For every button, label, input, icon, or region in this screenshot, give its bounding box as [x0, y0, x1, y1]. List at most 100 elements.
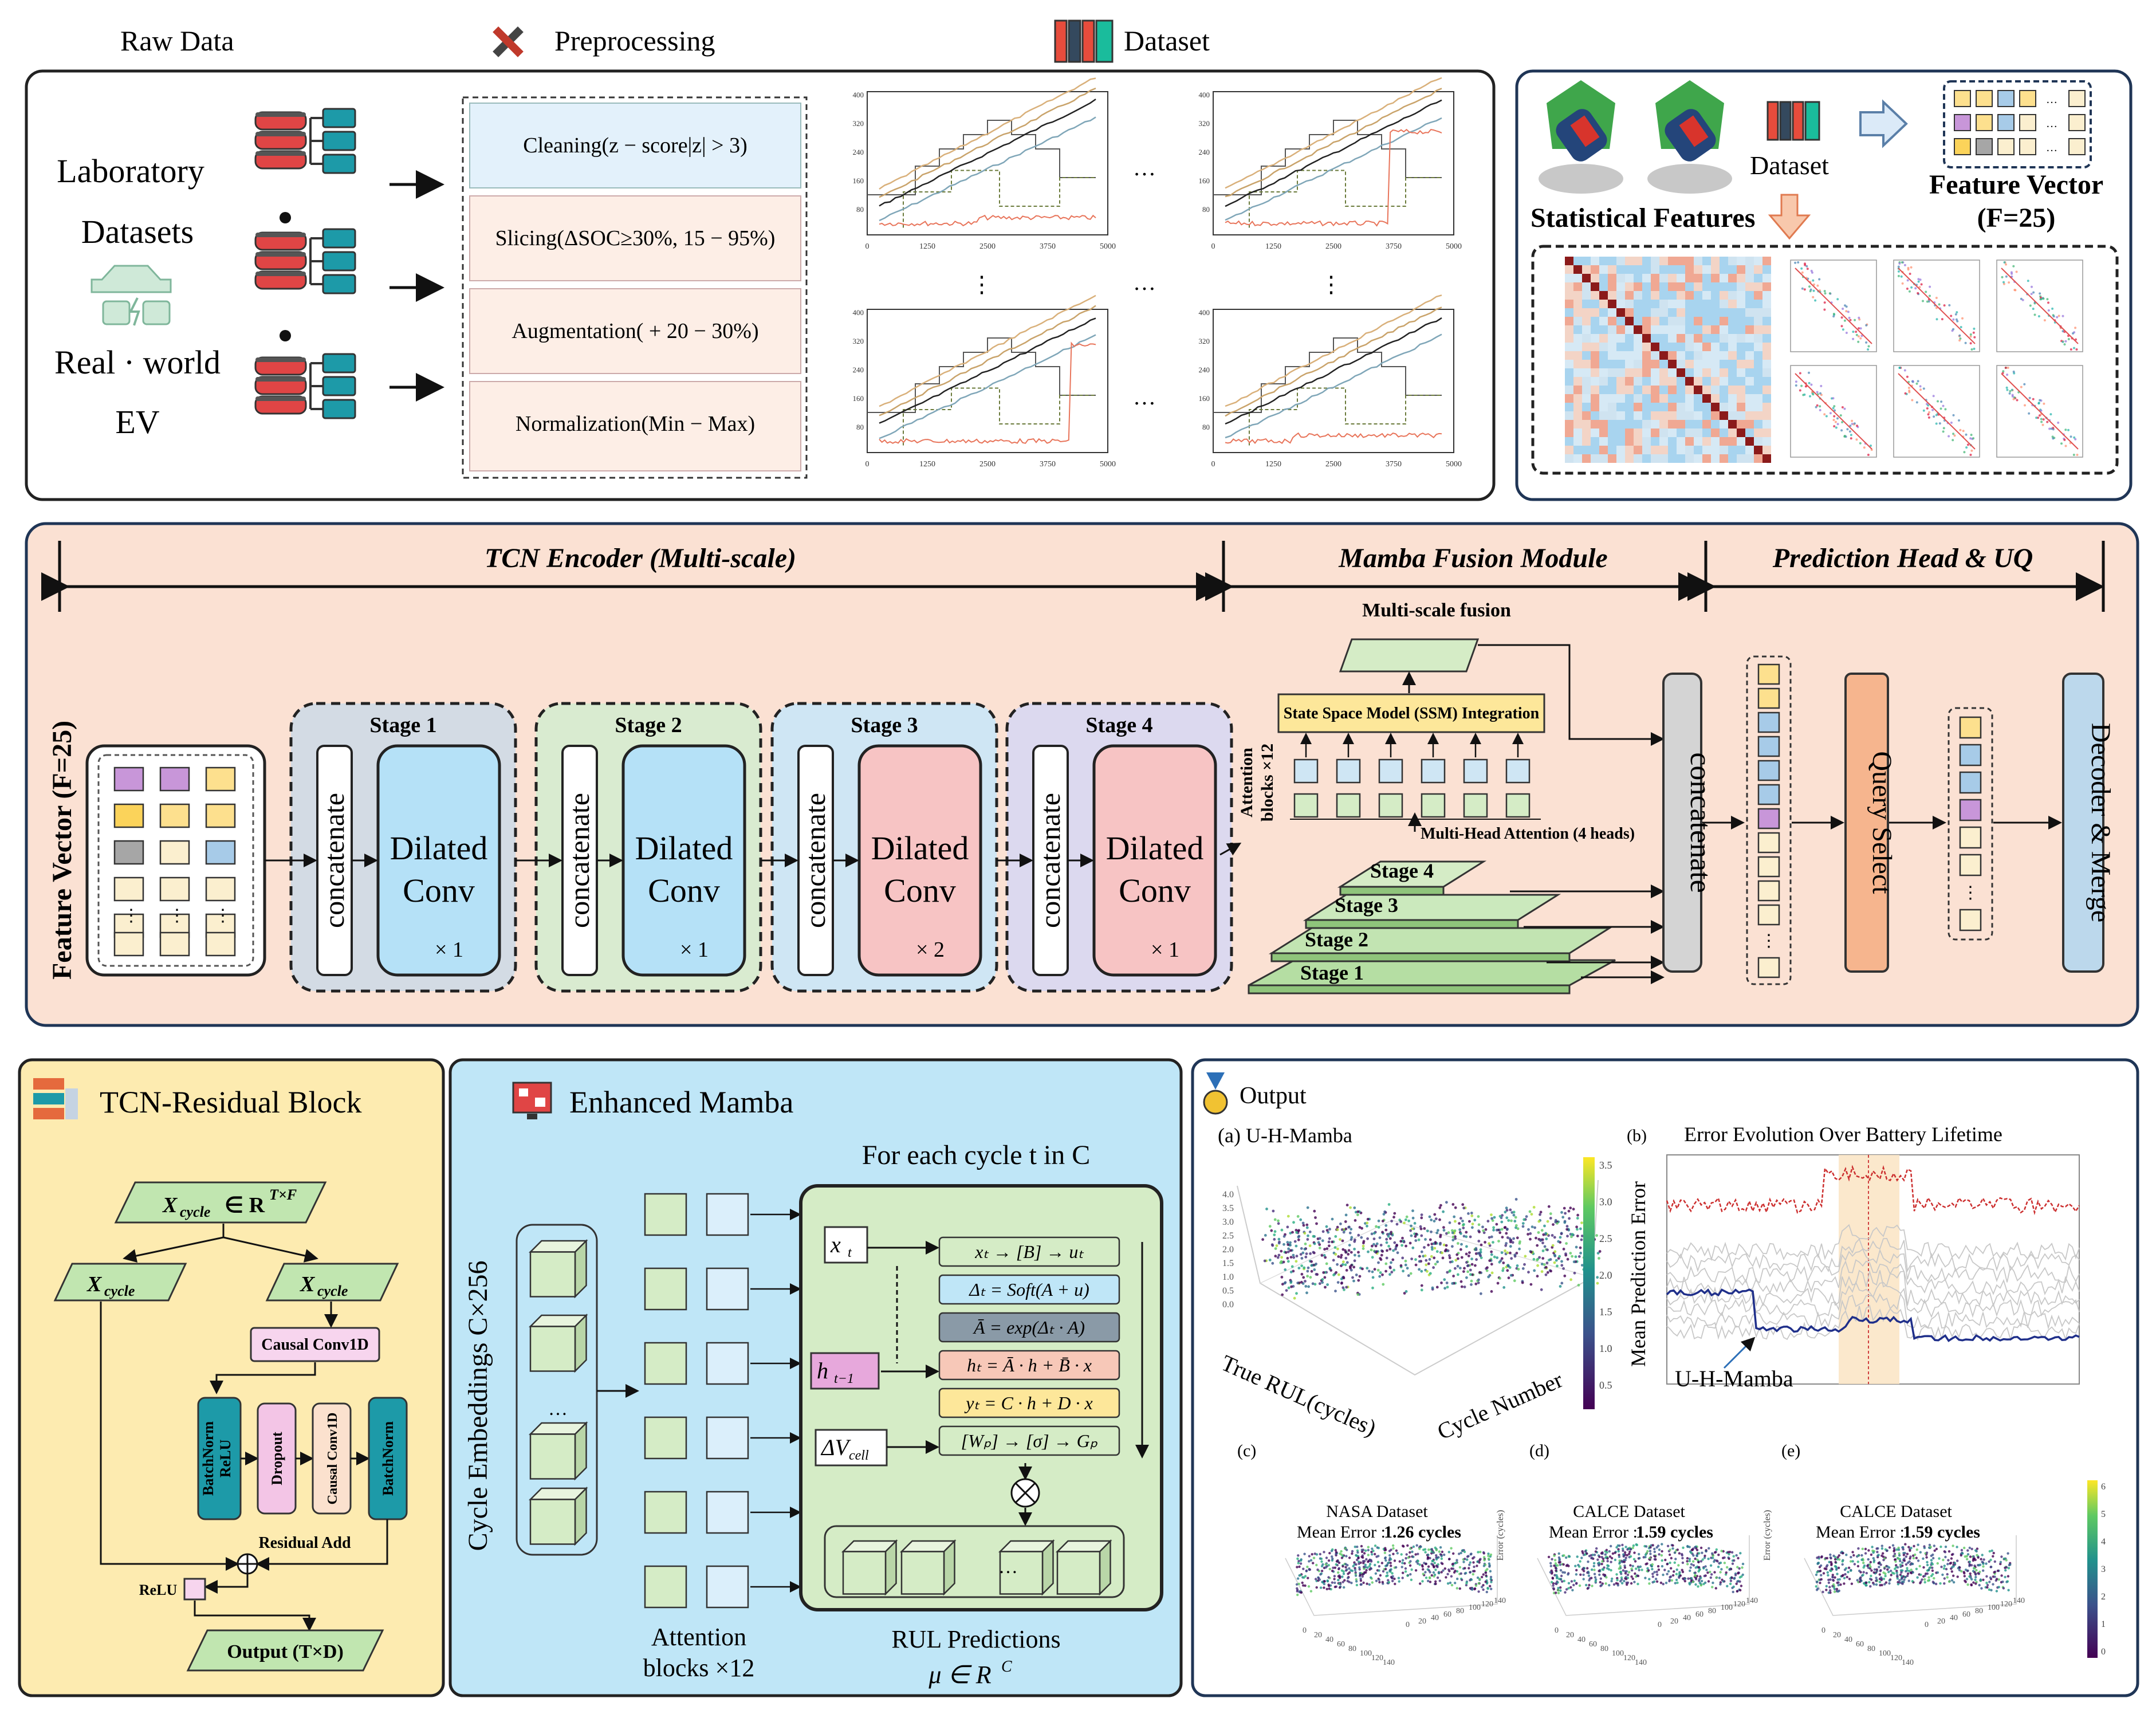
- feature-cell: [113, 931, 144, 957]
- heatmap-cell: [1668, 334, 1677, 343]
- panel-a-point: [1523, 1263, 1526, 1266]
- heatmap-cell: [1694, 411, 1702, 420]
- heatmap-cell: [1702, 437, 1711, 446]
- panel-a-point: [1312, 1235, 1315, 1238]
- small-panel-point: [1447, 1551, 1450, 1554]
- panel-a-point: [1580, 1221, 1583, 1225]
- heatmap-cell: [1685, 377, 1694, 386]
- small-panel-point: [1385, 1564, 1388, 1567]
- small-panel-point: [1958, 1566, 1961, 1569]
- panel-a-point: [1378, 1275, 1382, 1278]
- small-panel-point: [1985, 1582, 1988, 1585]
- small-panel-point: [1703, 1556, 1706, 1559]
- small-panel-point: [1450, 1575, 1453, 1578]
- panel-a-point: [1297, 1235, 1301, 1238]
- small-panel-point: [1355, 1578, 1358, 1581]
- panel-a-point: [1304, 1285, 1308, 1288]
- mini-feature-cell: [1954, 90, 1971, 107]
- panel-a-point: [1529, 1237, 1532, 1241]
- panel-a-point: [1373, 1268, 1376, 1271]
- small-panel-point: [1834, 1560, 1837, 1564]
- heatmap-cell: [1677, 420, 1685, 428]
- small-panel-point: [1430, 1562, 1433, 1566]
- heatmap-cell: [1616, 300, 1625, 308]
- scatter-point: [1955, 318, 1958, 321]
- panel-a-point: [1296, 1215, 1300, 1218]
- small-panel-point: [1738, 1567, 1741, 1570]
- heatmap-cell: [1642, 428, 1651, 437]
- scatter-point: [2033, 313, 2036, 316]
- small-panel-point: [1371, 1547, 1374, 1550]
- heatmap-cell: [1685, 360, 1694, 368]
- decoder-merge-block[interactable]: [2062, 673, 2104, 973]
- panel-a-point: [1423, 1227, 1426, 1230]
- scatter-point: [2012, 370, 2015, 373]
- small-panel-point: [1699, 1546, 1703, 1550]
- panel-a-point: [1492, 1226, 1496, 1229]
- mini-chart-ytick: 80: [856, 205, 864, 214]
- small-panel-point: [1459, 1551, 1462, 1555]
- small-panel-point: [1895, 1571, 1898, 1574]
- mini-chart-ytick: 160: [1199, 394, 1210, 403]
- panel-a-point: [1470, 1263, 1474, 1266]
- small-panel-point: [1555, 1582, 1558, 1586]
- small-panel-point: [1622, 1569, 1625, 1572]
- heatmap-cell: [1625, 454, 1634, 463]
- small-panel-point: [1596, 1558, 1599, 1561]
- heatmap-cell: [1642, 377, 1651, 386]
- small-panel-point: [2007, 1589, 2010, 1591]
- panel-a-point: [1344, 1263, 1347, 1267]
- query-select-block[interactable]: [1844, 673, 1889, 973]
- heatmap-cell: [1591, 360, 1599, 368]
- heatmap-cell: [1599, 291, 1608, 300]
- small-panel-point: [1598, 1564, 1600, 1567]
- panel-a-point: [1510, 1219, 1513, 1222]
- mini-chart-xtick: 1250: [919, 242, 935, 251]
- panel-a-point: [1332, 1273, 1335, 1277]
- small-panel-point: [1878, 1573, 1881, 1576]
- panel-a-point: [1461, 1203, 1465, 1206]
- scatter-point: [2039, 399, 2041, 402]
- fusion-arrows: [1219, 644, 1665, 984]
- step-cleaning-label: Cleaning(z − score|z| > 3): [523, 133, 747, 158]
- panel-a-point: [1339, 1238, 1342, 1241]
- heatmap-cell: [1565, 265, 1573, 274]
- heatmap-cell: [1737, 360, 1745, 368]
- scatter-point: [1803, 288, 1806, 291]
- heatmap-cell: [1754, 428, 1762, 437]
- panel-a-point: [1541, 1257, 1545, 1260]
- heatmap-cell: [1745, 334, 1754, 343]
- panel-a-point: [1478, 1231, 1481, 1233]
- heatmap-cell: [1668, 420, 1677, 428]
- scatter-point: [1917, 280, 1920, 283]
- heatmap-cell: [1668, 257, 1677, 265]
- small-panel-ytick: 60: [1443, 1610, 1451, 1619]
- small-panel-point: [1317, 1577, 1320, 1579]
- small-panel-point: [1377, 1555, 1380, 1558]
- heatmap-cell: [1677, 257, 1685, 265]
- panel-a-point: [1552, 1223, 1555, 1226]
- scatter-point: [1929, 285, 1931, 288]
- heatmap-cell: [1694, 325, 1702, 334]
- small-panel-point: [1328, 1567, 1331, 1571]
- panel-a-point: [1356, 1293, 1360, 1296]
- panel-a-point: [1360, 1226, 1364, 1230]
- attention-token-top: [1336, 758, 1361, 784]
- small-panel-point: [1838, 1589, 1840, 1593]
- scatter-point: [2041, 423, 2044, 426]
- small-panel-point: [1486, 1568, 1489, 1571]
- panel-a-point: [1410, 1224, 1413, 1228]
- panel-a-point: [1292, 1256, 1296, 1259]
- small-panel-point: [1931, 1581, 1934, 1583]
- mini-chart-ytick: 80: [1202, 205, 1210, 214]
- scatter-point: [1935, 422, 1938, 425]
- small-panel-point: [1864, 1581, 1868, 1585]
- scatter-point: [1926, 407, 1929, 410]
- branch-left-sub: cycle: [104, 1283, 135, 1299]
- small-panel-point: [1296, 1577, 1300, 1580]
- small-panel-point: [1974, 1573, 1977, 1575]
- panel-a-point: [1462, 1270, 1465, 1273]
- small-panel-ytick: 140: [1746, 1597, 1758, 1605]
- small-panel-point: [1459, 1572, 1462, 1575]
- scatter-point: [1819, 392, 1821, 395]
